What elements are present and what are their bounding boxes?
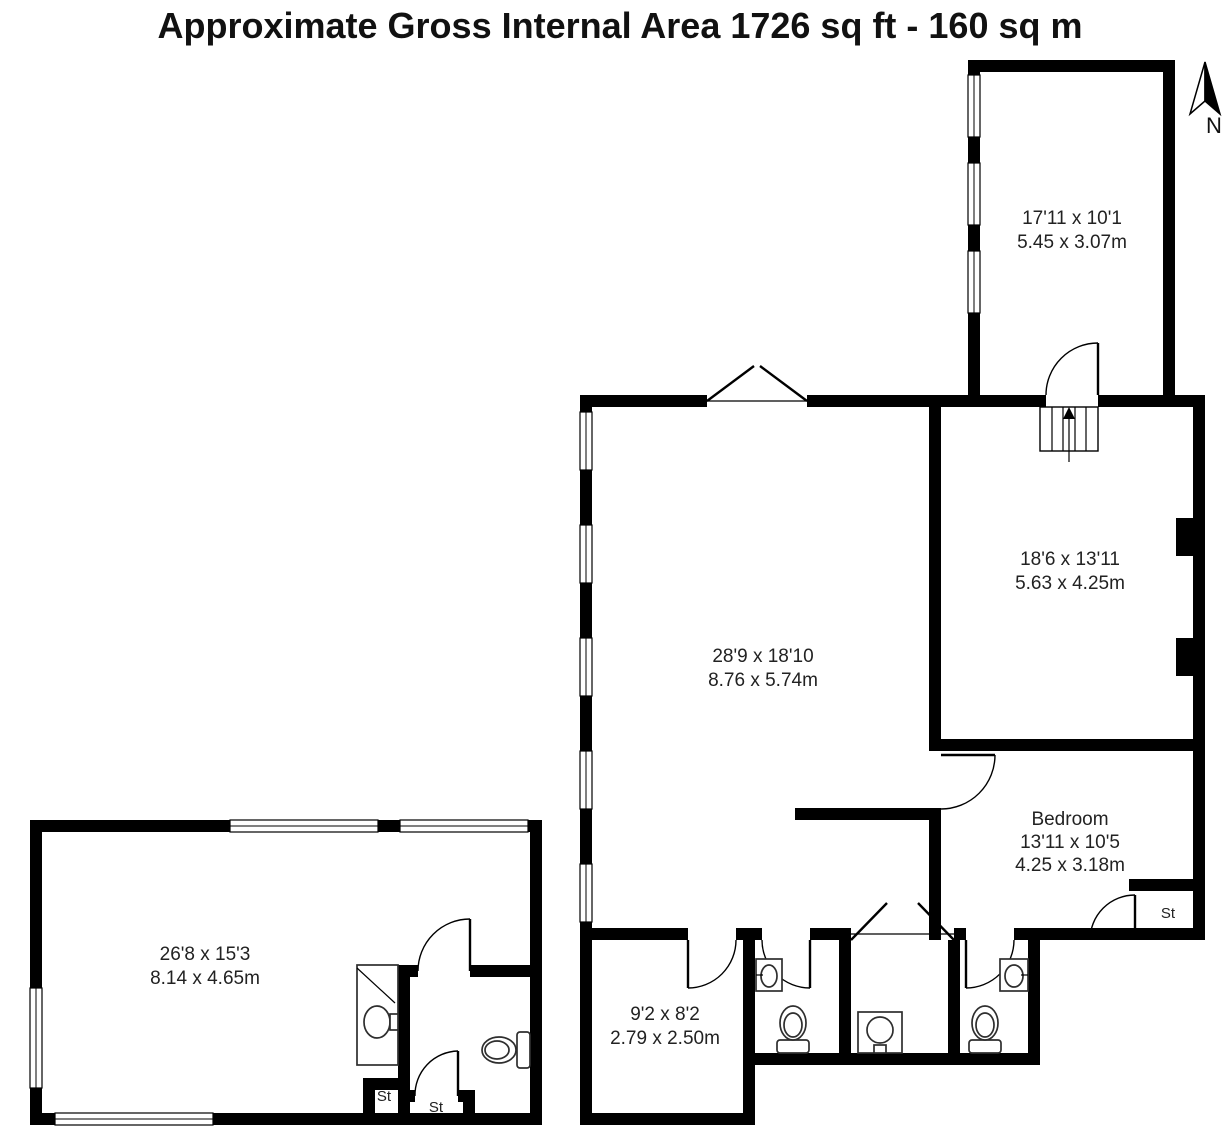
window [967,250,981,314]
wall-segment [736,928,762,940]
room-labels: 17'11 x 10'1 5.45 x 3.07m 18'6 x 13'11 5… [150,208,1176,1116]
wall-segment [1163,60,1175,407]
window [579,411,593,471]
north-arrow-right-half [1204,61,1222,117]
window [579,524,593,584]
window [967,162,981,226]
stair-direction-arrow [1063,407,1075,419]
fixtures [356,958,1029,1069]
vanity-sink [857,1011,903,1054]
toilet [481,1031,531,1069]
page-title: Approximate Gross Internal Area 1726 sq … [158,5,1083,46]
wall-segment [1028,940,1040,1053]
wall-segment [213,1113,542,1125]
wall-segment [398,965,418,977]
wall-segment [30,820,230,832]
room-dims-m: 4.25 x 3.18m [1015,855,1125,876]
wall-segment [795,808,941,820]
wall-segment [929,808,941,940]
window [579,637,593,697]
sink [755,958,783,992]
wall-segment [580,928,688,940]
door [414,1050,460,1097]
room-dims-m: 2.79 x 2.50m [610,1028,720,1049]
window [967,74,981,138]
window [54,1112,214,1126]
wall-segment [580,1113,755,1125]
wall-segment [810,928,851,940]
wall-segment [398,965,410,1125]
wall-segment [929,739,1205,751]
window [29,987,43,1089]
wall-segment [470,965,542,977]
door [686,939,737,989]
window [399,819,529,833]
wall-segment [463,1090,475,1125]
sink [999,958,1029,992]
wall-segment [743,940,755,1125]
door [417,918,472,972]
storage-label: St [1161,905,1176,922]
north-arrow-left-half [1188,61,1206,117]
wall-segment [954,928,966,940]
wall-segment [1014,928,1205,940]
toilet [968,1005,1002,1054]
staircase [1039,406,1099,462]
room-dims-ft: 13'11 x 10'5 [1020,832,1120,853]
room-dims-ft: 9'2 x 8'2 [630,1004,700,1025]
room-dims-m: 5.63 x 4.25m [1015,573,1125,594]
wall-segment [378,820,400,832]
room-dims-ft: 17'11 x 10'1 [1022,208,1122,229]
room-dims-ft: 18'6 x 13'11 [1020,549,1120,570]
north-arrow: N [1188,61,1222,138]
door [940,753,996,810]
wall-segment [839,940,851,1053]
door [1045,342,1100,396]
room-dims-m: 8.76 x 5.74m [708,670,818,691]
windows [29,74,981,1126]
wall-segment [968,60,980,407]
door [1089,894,1137,941]
window [579,863,593,923]
wall-segment [929,407,941,739]
storage-label: St [377,1088,392,1105]
room-dims-ft: 26'8 x 15'3 [160,944,251,965]
wall-segment [968,60,1175,72]
doors [414,342,1137,1097]
wall-pier [1176,518,1205,556]
toilet [776,1005,810,1054]
sink-counter [356,964,399,1066]
window [229,819,379,833]
wall-segment [1129,879,1205,891]
wall-segment [1098,395,1205,407]
wall-segment [755,1053,1040,1065]
room-dims-ft: 28'9 x 18'10 [712,646,813,667]
north-label: N [1206,113,1222,138]
room-name: Bedroom [1031,809,1108,830]
wall-segment [410,1090,415,1102]
double-door [850,902,955,941]
double-door [706,365,808,402]
window [579,750,593,810]
wall-segment [363,1078,410,1090]
wall-pier [1176,638,1205,676]
wall-segment [948,940,960,1053]
room-dims-m: 5.45 x 3.07m [1017,232,1127,253]
room-dims-m: 8.14 x 4.65m [150,968,260,989]
wall-segment [30,1113,55,1125]
wall-segment [580,395,707,407]
wall-segment [807,395,1046,407]
storage-label: St [429,1099,444,1116]
